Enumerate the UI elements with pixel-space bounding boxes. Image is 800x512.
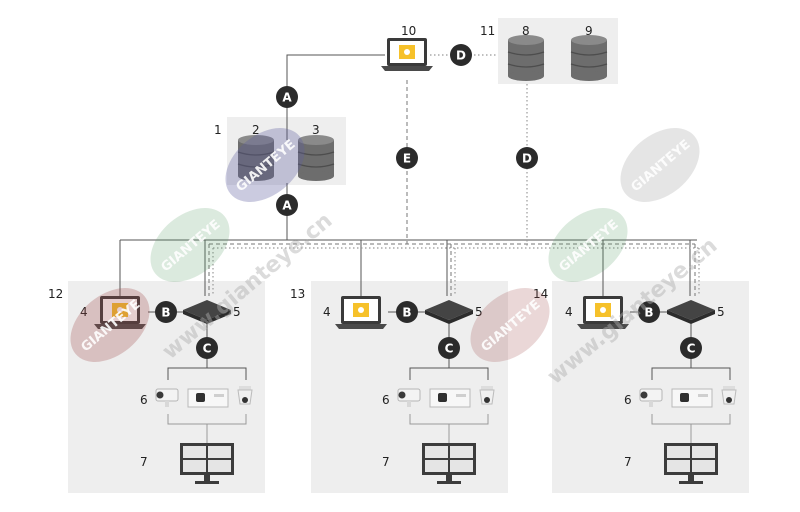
badge-c-site-13: C bbox=[438, 337, 460, 359]
badge-c-site-12: C bbox=[196, 337, 218, 359]
label-4-site-13: 4 bbox=[323, 305, 331, 319]
badge-b-site-13: B bbox=[396, 301, 418, 323]
server-icon bbox=[570, 34, 608, 82]
svg-text:A: A bbox=[282, 91, 292, 105]
label-5-site-13: 5 bbox=[475, 305, 483, 319]
svg-text:D: D bbox=[522, 152, 532, 166]
laptop-icon bbox=[335, 296, 387, 329]
badge-d-vertical: D bbox=[516, 147, 538, 169]
svg-text:E: E bbox=[403, 152, 411, 166]
label-2: 2 bbox=[252, 123, 260, 137]
svg-text:B: B bbox=[161, 306, 170, 320]
svg-text:C: C bbox=[687, 342, 696, 356]
svg-text:C: C bbox=[445, 342, 454, 356]
label-10: 10 bbox=[401, 24, 416, 38]
connection-lines bbox=[119, 54, 731, 444]
svg-text:B: B bbox=[644, 306, 653, 320]
label-4-site-12: 4 bbox=[80, 305, 88, 319]
label-11: 11 bbox=[480, 24, 495, 38]
label-8: 8 bbox=[522, 24, 530, 38]
label-13: 13 bbox=[290, 287, 305, 301]
camera-icon bbox=[721, 385, 737, 405]
server-icon bbox=[507, 34, 545, 82]
label-5-site-14: 5 bbox=[717, 305, 725, 319]
label-7-site-13: 7 bbox=[382, 455, 390, 469]
svg-text:B: B bbox=[402, 306, 411, 320]
badge-d-top: D bbox=[450, 44, 472, 66]
camera-icon bbox=[187, 388, 229, 408]
label-6-site-12: 6 bbox=[140, 393, 148, 407]
camera-icon bbox=[671, 388, 713, 408]
badge-c-site-14: C bbox=[680, 337, 702, 359]
label-7-site-12: 7 bbox=[140, 455, 148, 469]
badge-a-bottom: A bbox=[276, 194, 298, 216]
label-3: 3 bbox=[312, 123, 320, 137]
svg-text:D: D bbox=[456, 49, 466, 63]
label-5-site-12: 5 bbox=[233, 305, 241, 319]
label-14: 14 bbox=[533, 287, 548, 301]
label-4-site-14: 4 bbox=[565, 305, 573, 319]
label-12: 12 bbox=[48, 287, 63, 301]
badge-b-site-12: B bbox=[155, 301, 177, 323]
label-6-site-14: 6 bbox=[624, 393, 632, 407]
number-labels: 10 11 8 9 1 2 3 12 13 14 4 5 6 7 4 5 6 7… bbox=[48, 24, 725, 469]
laptop-icon bbox=[381, 38, 433, 71]
label-9: 9 bbox=[585, 24, 593, 38]
label-1: 1 bbox=[214, 123, 222, 137]
badge-a-top: A bbox=[276, 86, 298, 108]
camera-icon bbox=[429, 388, 471, 408]
badge-b-site-14: B bbox=[638, 301, 660, 323]
camera-icon bbox=[479, 385, 495, 405]
camera-icon bbox=[237, 385, 253, 405]
badge-e: E bbox=[396, 147, 418, 169]
svg-text:C: C bbox=[203, 342, 212, 356]
svg-text:A: A bbox=[282, 199, 292, 213]
label-6-site-13: 6 bbox=[382, 393, 390, 407]
label-7-site-14: 7 bbox=[624, 455, 632, 469]
